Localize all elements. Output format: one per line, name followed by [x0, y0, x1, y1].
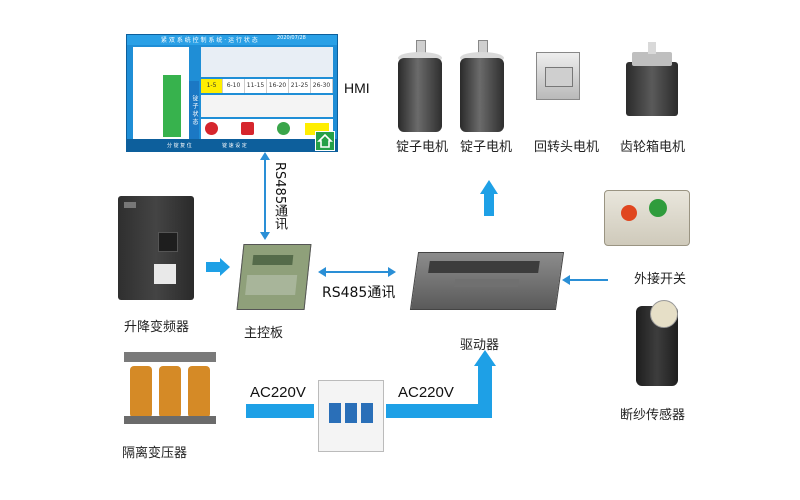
main-control-board: [236, 244, 312, 310]
hmi-chart-pane: [133, 47, 189, 139]
start-button-icon: [205, 122, 218, 135]
gearbox-motor: [626, 42, 678, 116]
hmi-label: HMI: [344, 80, 370, 96]
switch-to-driver-link: [570, 279, 608, 281]
rotary-head-motor: [536, 52, 580, 100]
ac220-feed-2: [386, 404, 490, 418]
ac220-feed-1: [246, 404, 314, 418]
hmi-tab: 1-5: [201, 79, 223, 93]
yarn-break-sensor: [636, 300, 678, 386]
hmi-level-bar: [163, 75, 181, 137]
hmi-tab: 6-10: [223, 79, 245, 93]
driver-to-motors-arrow: [484, 194, 494, 216]
gearbox-motor-label: 齿轮箱电机: [620, 140, 686, 155]
home-icon: [315, 131, 335, 151]
main-board-label: 主控板: [244, 326, 284, 341]
hmi-tab: 11-15: [245, 79, 267, 93]
switch-to-driver-arrowhead: [562, 275, 570, 285]
hmi-footer: 分 锭 复 位 锭 速 设 定: [127, 139, 337, 151]
hmi-status-table: [201, 47, 333, 77]
reset-button-icon: [277, 122, 290, 135]
rs485-down-arrowhead: [260, 232, 270, 240]
inverter-to-board-arrow-head: [220, 258, 230, 276]
hmi-date: 2020/07/28: [277, 35, 306, 41]
hmi-tab: 26-30: [311, 79, 333, 93]
ac220-feed-2-riser: [478, 366, 492, 418]
hmi-tab: 16-20: [267, 79, 289, 93]
ac220-label-1: AC220V: [250, 384, 306, 401]
hmi-title-bar: [127, 35, 337, 45]
switch-red-button-icon: [621, 205, 637, 221]
circuit-breaker: [318, 380, 384, 452]
hmi-title: 紧 双 系 统 控 制 系 统 · 运 行 状 态: [161, 37, 258, 44]
hmi-footer-right: 锭 速 设 定: [222, 143, 247, 149]
driver-to-motors-arrowhead: [480, 180, 498, 194]
ac220-label-2: AC220V: [398, 384, 454, 401]
stop-button-icon: [241, 122, 254, 135]
hmi-footer-left: 分 锭 复 位: [167, 143, 192, 149]
rs485-left-arrowhead: [318, 267, 326, 277]
switch-green-button-icon: [649, 199, 667, 217]
hmi-tab: 21-25: [289, 79, 311, 93]
rs485-vertical-label: RS485通讯: [272, 162, 287, 231]
hmi-button-row: [201, 119, 333, 139]
hmi-screen: 紧 双 系 统 控 制 系 统 · 运 行 状 态 2020/07/28 锭 子…: [126, 34, 338, 152]
driver-label: 驱动器: [460, 338, 500, 353]
lift-inverter-label: 升降变频器: [124, 320, 190, 335]
rotary-head-motor-label: 回转头电机: [534, 140, 600, 155]
rs485-right-arrowhead: [388, 267, 396, 277]
external-switch: [604, 190, 690, 246]
rs485-up-arrowhead: [260, 152, 270, 160]
rs485-horizontal-label: RS485通讯: [322, 285, 396, 301]
ac220-feed-2-arrowhead: [474, 350, 496, 366]
spindle-motor-1-label: 锭子电机: [396, 140, 449, 155]
spindle-motor-2-label: 锭子电机: [460, 140, 513, 155]
hmi-side-tab: 锭 子 状 态: [189, 81, 199, 139]
external-switch-label: 外接开关: [634, 272, 687, 287]
inverter-to-board-arrow: [206, 262, 220, 272]
rs485-vertical-link: [264, 160, 266, 232]
hmi-spindle-cells: [201, 95, 333, 117]
yarn-break-sensor-label: 断纱传感器: [620, 408, 686, 423]
isolation-transformer: [124, 352, 216, 424]
lift-inverter: [118, 196, 194, 300]
isolation-transformer-label: 隔离变压器: [122, 446, 188, 461]
driver-unit: [409, 252, 565, 310]
hmi-tabs: 1-5 6-10 11-15 16-20 21-25 26-30: [201, 79, 333, 93]
rs485-horizontal-link: [326, 271, 388, 273]
